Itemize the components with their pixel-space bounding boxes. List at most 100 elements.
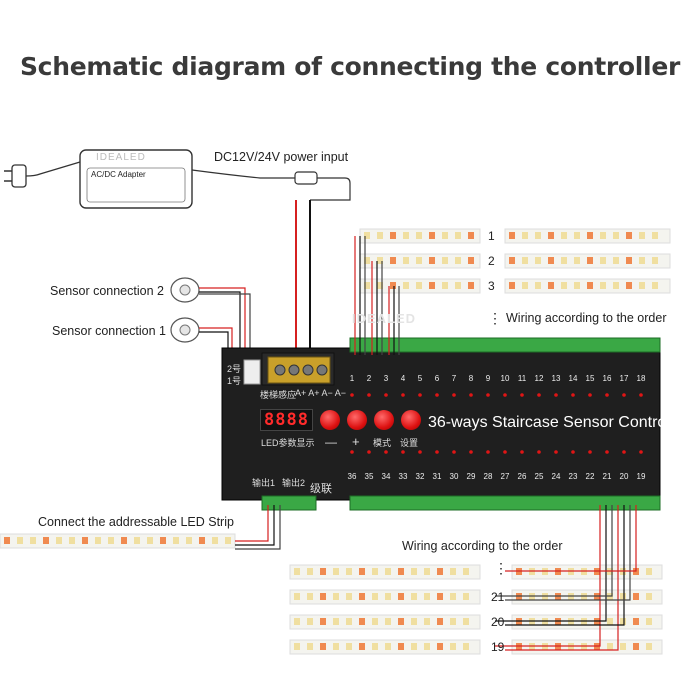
indicator-led xyxy=(639,393,643,397)
led-chip xyxy=(320,643,326,650)
adapter-watermark: IDEALED xyxy=(96,152,146,163)
led-chip xyxy=(468,282,474,289)
channel-label: 1 xyxy=(349,374,355,383)
indicator-led xyxy=(503,393,507,397)
led-chip xyxy=(411,618,417,625)
dots-bottom: ⋮ xyxy=(494,560,508,576)
led-chip xyxy=(450,593,456,600)
led-chip xyxy=(646,593,652,600)
set-button[interactable] xyxy=(401,410,421,430)
indicator-led xyxy=(486,393,490,397)
led-chip xyxy=(372,568,378,575)
led-chip xyxy=(403,282,409,289)
channel-label: 25 xyxy=(534,472,544,481)
indicator-led xyxy=(622,450,626,454)
channel-label: 17 xyxy=(619,374,629,383)
channel-label: 34 xyxy=(381,472,391,481)
led-chip xyxy=(626,232,632,239)
led-chip xyxy=(468,232,474,239)
indicator-led xyxy=(367,393,371,397)
indicator-led xyxy=(639,450,643,454)
channel-label: 7 xyxy=(451,374,457,383)
minus-button[interactable] xyxy=(320,410,340,430)
indicator-led xyxy=(554,393,558,397)
strip-number-19: 19 xyxy=(491,640,505,654)
led-chip xyxy=(372,643,378,650)
led-chip xyxy=(535,232,541,239)
led-chip xyxy=(437,618,443,625)
strip-number-20: 20 xyxy=(491,615,505,629)
led-display-label: LED参数显示 xyxy=(261,438,315,448)
channel-label: 11 xyxy=(517,374,527,383)
led-chip xyxy=(522,257,528,264)
plus-button[interactable] xyxy=(347,410,367,430)
led-chip xyxy=(607,618,613,625)
led-chip xyxy=(333,618,339,625)
channel-label: 31 xyxy=(432,472,442,481)
led-chip xyxy=(398,568,404,575)
channel-label: 3 xyxy=(383,374,389,383)
led-chip xyxy=(364,257,370,264)
indicator-led xyxy=(537,450,541,454)
led-chip xyxy=(385,568,391,575)
led-chip xyxy=(613,232,619,239)
led-chip xyxy=(403,232,409,239)
indicator-led xyxy=(622,393,626,397)
channel-label: 24 xyxy=(551,472,561,481)
indicator-led xyxy=(435,393,439,397)
watermark-top: IDEALED xyxy=(352,311,417,326)
led-chip xyxy=(548,282,554,289)
led-chip xyxy=(587,257,593,264)
led-chip xyxy=(416,282,422,289)
led-chip xyxy=(437,643,443,650)
led-chip xyxy=(398,618,404,625)
led-chip xyxy=(108,537,114,544)
indicator-led xyxy=(554,450,558,454)
led-chip xyxy=(522,282,528,289)
led-chip xyxy=(626,257,632,264)
mode-button[interactable] xyxy=(374,410,394,430)
channel-label: 35 xyxy=(364,472,374,481)
led-chip xyxy=(639,232,645,239)
led-chip xyxy=(377,257,383,264)
indicator-led xyxy=(452,450,456,454)
led-chip xyxy=(450,618,456,625)
channel-label: 12 xyxy=(534,374,544,383)
dots-top: ⋮ xyxy=(488,310,502,326)
minus-button-label: — xyxy=(325,435,337,449)
led-chip xyxy=(509,282,515,289)
led-chip xyxy=(574,282,580,289)
led-chip xyxy=(398,643,404,650)
led-chip xyxy=(390,282,396,289)
led-chip xyxy=(186,537,192,544)
led-chip xyxy=(4,537,10,544)
led-chip xyxy=(294,618,300,625)
led-strip-label: Connect the addressable LED Strip xyxy=(38,515,234,529)
led-chip xyxy=(652,232,658,239)
led-chip xyxy=(359,568,365,575)
channel-label: 21 xyxy=(602,472,612,481)
led-chip xyxy=(587,282,593,289)
led-chip xyxy=(377,282,383,289)
indicator-led xyxy=(367,450,371,454)
led-chip xyxy=(639,257,645,264)
indicator-led xyxy=(520,393,524,397)
power-terminals-label: A+ A+ A− A− xyxy=(295,388,347,398)
led-chip xyxy=(455,282,461,289)
led-chip xyxy=(225,537,231,544)
led-chip xyxy=(82,537,88,544)
led-chip xyxy=(364,232,370,239)
led-chip xyxy=(307,593,313,600)
channel-label: 26 xyxy=(517,472,527,481)
led-chip xyxy=(17,537,23,544)
led-chip xyxy=(294,593,300,600)
led-chip xyxy=(429,257,435,264)
channel-label: 22 xyxy=(585,472,595,481)
led-chip xyxy=(652,282,658,289)
led-chip xyxy=(147,537,153,544)
led-chip xyxy=(442,282,448,289)
channel-label: 36 xyxy=(347,472,357,481)
led-chip xyxy=(535,282,541,289)
indicator-led xyxy=(401,450,405,454)
led-chip xyxy=(199,537,205,544)
